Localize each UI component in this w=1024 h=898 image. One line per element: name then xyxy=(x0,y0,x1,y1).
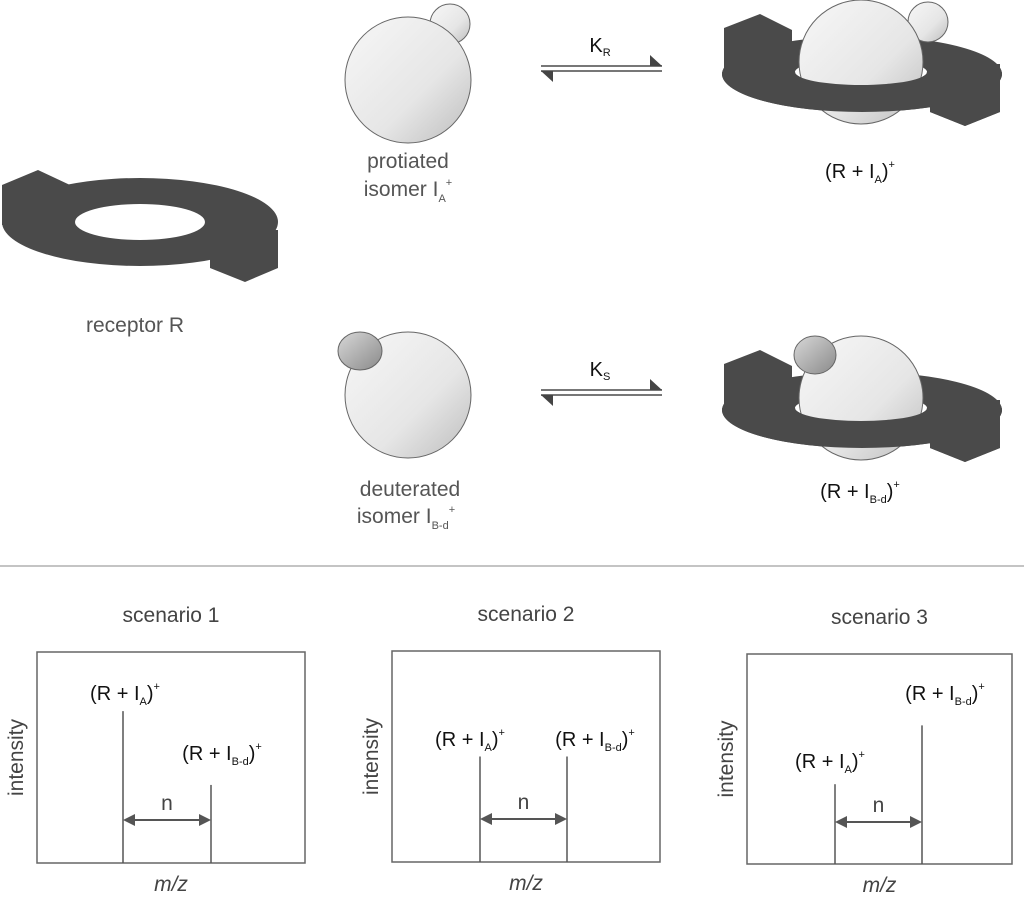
peak-a-label: (R + IA)+ xyxy=(435,727,505,754)
mass-gap-arrow xyxy=(480,813,567,825)
protiated-label-1: protiated xyxy=(367,150,449,173)
scenario-panel-1: scenario 1 n (R + IA)+ (R + IB-d)+ intensity… xyxy=(5,604,306,896)
peak-a-label: (R + IA)+ xyxy=(795,749,865,776)
scenario-panel-2: scenario 2 n (R + IA)+ (R + IB-d)+ intensity… xyxy=(360,603,661,895)
receptor-label: receptor R xyxy=(86,314,184,337)
peak-b-label: (R + IB-d)+ xyxy=(555,727,635,754)
spectrum-frame xyxy=(36,651,306,864)
peak-b-label: (R + IB-d)+ xyxy=(182,741,262,768)
gap-label: n xyxy=(161,792,173,815)
scenario-title: scenario 2 xyxy=(478,603,575,626)
scenario-panel-3: scenario 3 n (R + IA)+ (R + IB-d)+ intensity… xyxy=(715,606,1013,897)
scenario-title: scenario 3 xyxy=(831,606,928,629)
complex-a xyxy=(722,0,1002,126)
equilibrium-arrow-kr xyxy=(541,55,662,82)
gap-label: n xyxy=(873,794,885,817)
deuterated-label-2: isomer IB-d+ xyxy=(357,504,455,532)
ks-label: KS xyxy=(590,359,611,383)
peak-a-label: (R + IA)+ xyxy=(90,681,160,708)
x-axis-label: m/z xyxy=(863,874,897,897)
scenario-title: scenario 1 xyxy=(123,604,220,627)
complex-a-label: (R + IA)+ xyxy=(825,159,895,186)
complex-b xyxy=(722,335,1002,462)
y-axis-label: intensity xyxy=(715,720,738,798)
protiated-isomer xyxy=(344,3,472,144)
kr-label: KR xyxy=(589,35,610,59)
x-axis-label: m/z xyxy=(154,873,188,896)
spectrum-frame xyxy=(746,653,1013,865)
receptor-ring xyxy=(2,170,278,282)
y-axis-label: intensity xyxy=(5,718,28,796)
mass-gap-arrow xyxy=(123,814,211,826)
protiated-label-2: isomer IA+ xyxy=(364,177,452,205)
equilibrium-arrow-ks xyxy=(541,379,662,406)
gap-label: n xyxy=(518,791,530,814)
peak-b-label: (R + IB-d)+ xyxy=(905,681,985,708)
x-axis-label: m/z xyxy=(509,872,543,895)
deuterated-isomer xyxy=(337,331,472,459)
mass-gap-arrow xyxy=(835,816,922,828)
spectrum-frame xyxy=(391,650,661,863)
y-axis-label: intensity xyxy=(360,717,383,795)
deuterated-label-1: deuterated xyxy=(360,478,460,501)
complex-b-label: (R + IB-d)+ xyxy=(820,479,900,506)
